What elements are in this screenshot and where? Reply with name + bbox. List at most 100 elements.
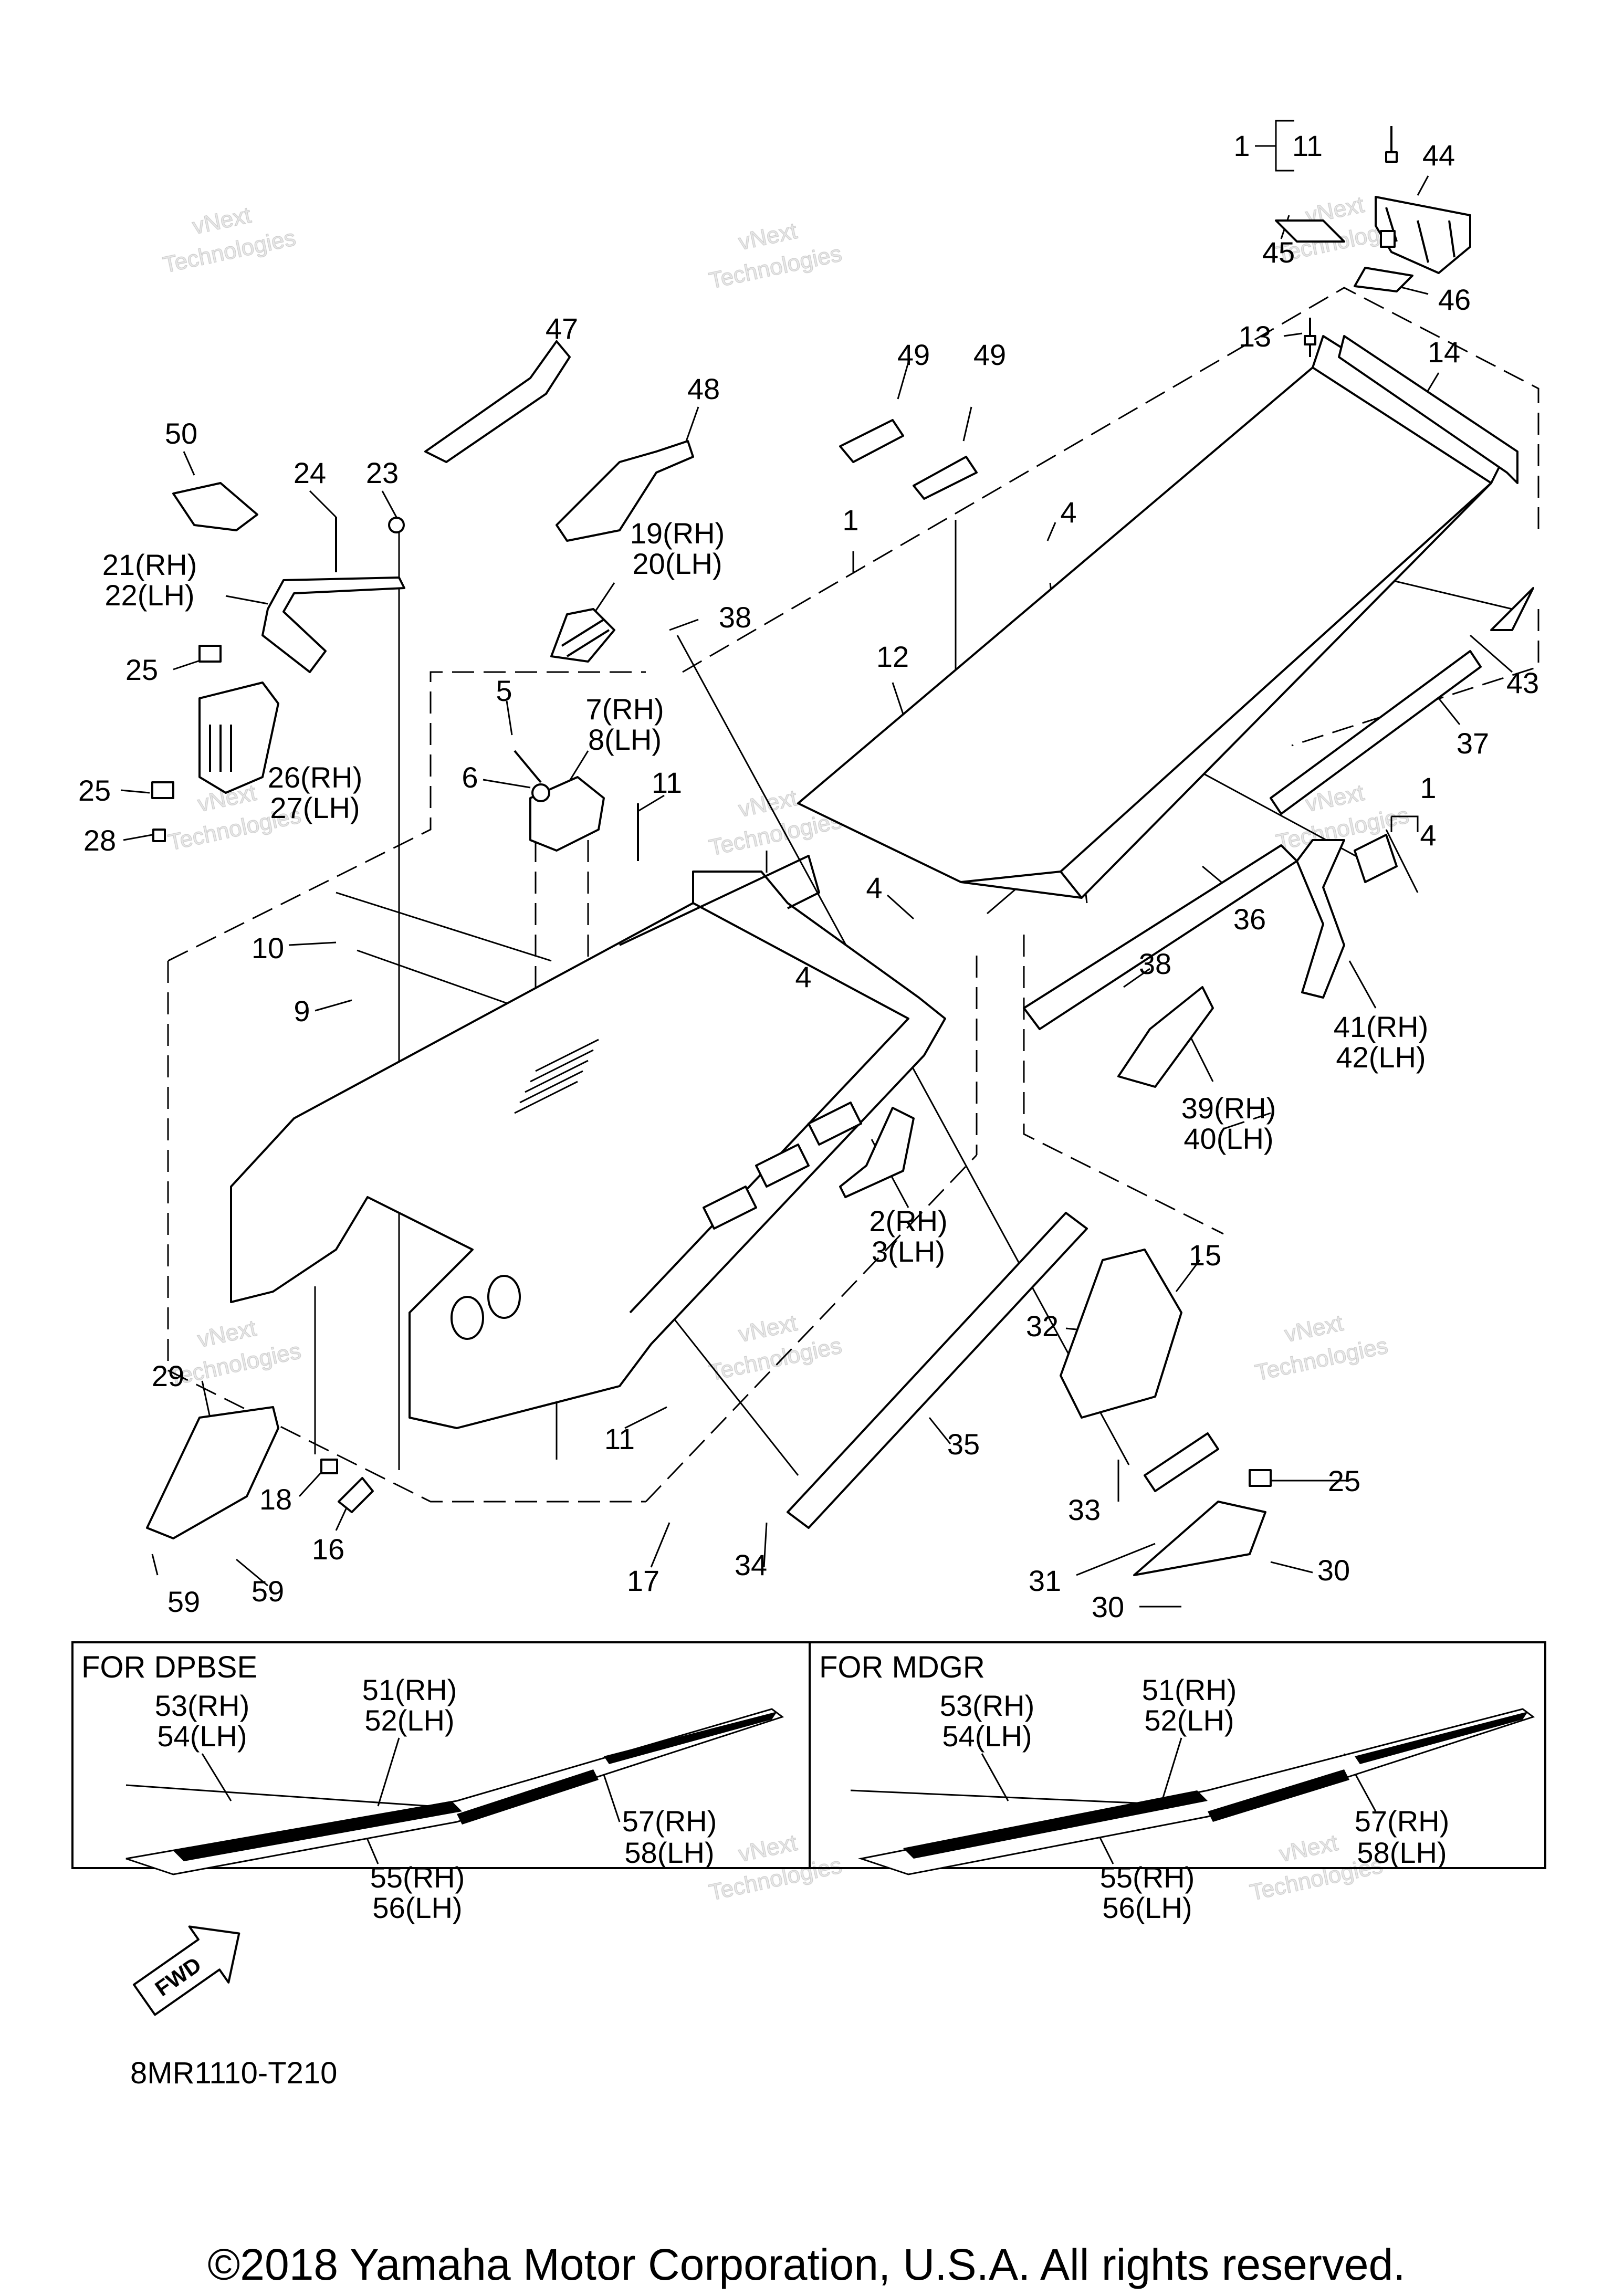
- callout-label: 11: [652, 766, 682, 799]
- part-28-bolt: [152, 829, 166, 842]
- callout-label: 30: [1317, 1554, 1350, 1587]
- callout-label: 28: [83, 824, 116, 857]
- callout-label: 48: [687, 372, 720, 405]
- part-39-plate: [1117, 986, 1214, 1088]
- copyright-notice: ©2018 Yamaha Motor Corporation, U.S.A. A…: [207, 2240, 1406, 2289]
- callout-label: 42(LH): [1336, 1041, 1426, 1074]
- part-bracket-right: [1354, 834, 1398, 883]
- watermark-text: Technologies: [1253, 1333, 1390, 1386]
- part-49-pad-b: [913, 456, 978, 500]
- part-50-cover: [172, 482, 258, 531]
- callout-label: 1: [1420, 771, 1436, 804]
- watermark-text: Technologies: [166, 1338, 303, 1391]
- callout-label: 13: [1239, 320, 1271, 353]
- callout-label: 29: [152, 1359, 184, 1392]
- decal-label: 55(RH): [1100, 1861, 1195, 1894]
- diagram-code: 8MR1110-T210: [130, 2056, 338, 2090]
- callout-label: 5: [496, 674, 512, 707]
- part-43-shim: [1490, 587, 1534, 631]
- callout-label: 9: [294, 994, 310, 1028]
- main-frame: [230, 855, 946, 1429]
- callout-label: 59: [252, 1575, 284, 1608]
- decal-label: 58(LH): [1357, 1836, 1447, 1869]
- watermark-text: vNext: [736, 1310, 799, 1347]
- callout-label: 4: [795, 960, 811, 993]
- callout-label: 27(LH): [270, 791, 360, 824]
- callout-label: 6: [462, 761, 478, 794]
- callout-label: 40(LH): [1183, 1122, 1273, 1155]
- callout-label: 32: [1026, 1309, 1059, 1343]
- part-18-bolt: [320, 1459, 338, 1474]
- callout-label: 7(RH): [585, 693, 664, 726]
- callout-label: 46: [1438, 283, 1471, 316]
- box-title: FOR MDGR: [819, 1650, 985, 1684]
- callout-label: 31: [1029, 1564, 1061, 1597]
- part-45-pad: [1275, 219, 1345, 243]
- part-44-rear-bracket: [1375, 196, 1471, 274]
- callout-label: 16: [312, 1533, 344, 1566]
- watermark-text: Technologies: [707, 1333, 844, 1386]
- watermark-text: vNext: [736, 1830, 799, 1867]
- callout-label: 38: [719, 601, 751, 634]
- callout-label: 4: [866, 871, 882, 904]
- decal-label: 56(LH): [1102, 1891, 1192, 1924]
- callout-label: 2(RH): [869, 1204, 947, 1238]
- part-32-bracket: [1060, 1249, 1182, 1419]
- callout-label: 26(RH): [268, 761, 362, 794]
- decal-label: 57(RH): [622, 1805, 717, 1838]
- callout-label: 19(RH): [630, 517, 725, 550]
- part-49-pad-a: [839, 419, 904, 463]
- watermark-text: vNext: [736, 785, 799, 822]
- part-47-pad: [424, 340, 571, 463]
- decal-label: 58(LH): [624, 1836, 714, 1869]
- decal-box-mdgr: FOR MDGR 53(RH) 54(LH) 51(RH) 52(LH) 57(…: [819, 1650, 1535, 1924]
- part-14-rear-bar: [1338, 335, 1518, 484]
- callout-label: 25: [125, 653, 158, 686]
- part-48-pad: [556, 440, 694, 542]
- callout-label: 15: [1189, 1239, 1221, 1272]
- callout-label: 36: [1233, 903, 1266, 936]
- part-37-rail: [1270, 650, 1482, 815]
- callout-label: 3(LH): [872, 1235, 945, 1268]
- callout-label: 45: [1262, 236, 1295, 269]
- decal-label: 52(LH): [1144, 1704, 1234, 1737]
- callout-label: 4: [1420, 819, 1436, 852]
- watermark-text: vNext: [190, 202, 253, 239]
- part-6-nut: [531, 783, 550, 802]
- callout-label: 38: [1139, 947, 1171, 980]
- callout-label: 21(RH): [102, 548, 197, 581]
- watermark-text: Technologies: [161, 225, 298, 278]
- decal-label: 51(RH): [362, 1673, 457, 1706]
- fwd-arrow-icon: [133, 1925, 240, 2016]
- callout-label: 25: [1328, 1464, 1360, 1497]
- callout-label: 37: [1457, 727, 1489, 760]
- part-46-pad: [1354, 267, 1413, 292]
- part-29-guard: [146, 1406, 279, 1539]
- part-16-plate: [338, 1477, 374, 1513]
- callout-label: 49: [973, 338, 1006, 371]
- callout-label: 49: [897, 338, 930, 371]
- decal-label: 54(LH): [942, 1720, 1032, 1753]
- callout-label: 12: [876, 640, 909, 673]
- fwd-arrow: FWD: [133, 1925, 240, 2016]
- callout-label: 10: [252, 931, 284, 964]
- watermark-text: vNext: [1277, 1830, 1340, 1867]
- part-26-bracket: [198, 682, 279, 794]
- watermark-text: vNext: [1282, 1310, 1345, 1347]
- callout-label: 25: [78, 774, 111, 807]
- callout-label: 11: [604, 1422, 635, 1455]
- callout-label: 33: [1068, 1493, 1101, 1526]
- part-13-rivet: [1304, 318, 1316, 357]
- decal-label: 54(LH): [157, 1720, 247, 1753]
- watermark-text: vNext: [736, 218, 799, 255]
- callout-label: 22(LH): [104, 579, 194, 612]
- callout-label: 8(LH): [588, 723, 662, 756]
- callout-label: 50: [165, 417, 197, 450]
- part-31-guard: [1133, 1501, 1266, 1576]
- part-11-rivet-top: [1385, 126, 1398, 163]
- decal-variant-boxes: FOR DPBSE 53(RH) 54(LH) 51(RH) 52(LH) 57…: [71, 1641, 1546, 1924]
- decal-box-dpbse: FOR DPBSE 53(RH) 54(LH) 51(RH) 52(LH) 57…: [81, 1650, 784, 1924]
- watermark-text: Technologies: [707, 1852, 844, 1905]
- callout-label: 30: [1092, 1590, 1124, 1623]
